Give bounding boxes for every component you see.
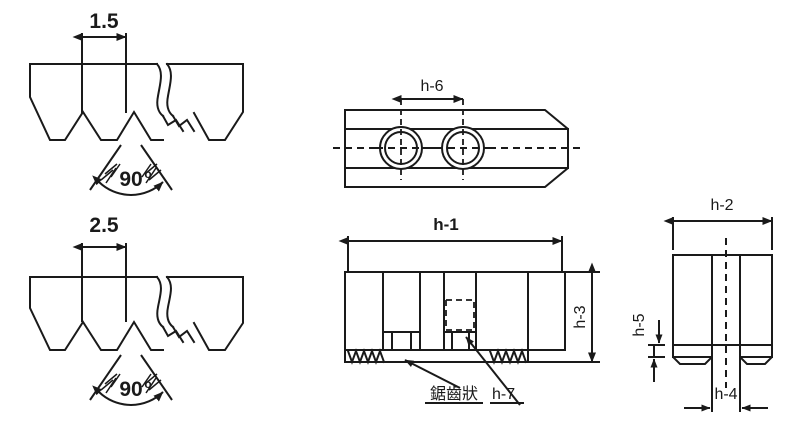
tooth-profile-outline-coarse-left [29,276,164,351]
angle-hatch-right-coarse [141,373,162,394]
break-line-fine-a [155,62,165,118]
break-line-coarse-b [165,275,175,329]
front-view-right-pocket-throat [443,331,477,351]
view-side: h-2 h-5 [631,197,773,412]
serration-callout-leader [404,359,461,389]
side-view-left-foot [672,344,713,365]
view-top: h-6 [333,78,580,188]
foot-width-label: h-4 [714,386,737,403]
break-line-coarse-a [155,275,165,329]
break-line-fine-joint-left [161,114,185,133]
hole-spacing-label: h-6 [420,78,443,95]
angle-hatch-right-fine [141,163,162,184]
pitch-dimension-label-coarse: 2.5 [89,214,119,237]
serration-teeth-left [346,348,386,365]
foot-height-label: h-5 [631,313,648,336]
break-line-coarse-joint-right [171,325,196,344]
view-tooth-profile-fine: 1.5 [29,10,244,196]
view-tooth-profile-coarse: 2.5 [29,214,244,406]
angle-leader-left-fine [89,144,122,191]
tooth-profile-outline-fine-right [192,63,244,141]
break-line-coarse-joint-left [161,325,185,344]
tooth-profile-outline-fine-left [29,63,164,141]
degree-symbol-fine: o [144,167,151,181]
break-line-fine-joint-right [171,114,196,133]
serration-teeth-right [488,348,528,365]
side-view-body-outline [672,254,773,346]
front-view-body-outline [344,271,566,351]
angle-hatch-left-fine [100,163,121,184]
angle-arc-fine [92,175,164,196]
angle-hatch-left-coarse [100,373,121,394]
overall-height-label: h-3 [572,305,589,328]
overall-width-label: h-2 [710,197,733,214]
break-line-fine-b [165,62,175,118]
view-front: h-1 [338,215,600,406]
angle-arc-coarse [92,385,164,406]
angle-leader-right-fine [140,144,173,191]
angle-label-fine: 90 [119,168,142,191]
tooth-profile-outline-coarse-right [192,276,244,351]
pitch-dimension-label-fine: 1.5 [89,10,119,33]
side-view-center-boss [711,344,741,391]
front-view-left-pocket-throat [382,331,421,351]
overall-length-label: h-1 [433,215,459,234]
angle-label-coarse: 90 [119,378,142,401]
angle-leader-left-coarse [89,354,122,401]
slot-callout-label: h-7 [492,386,515,403]
serration-callout-label: 鋸齒狀 [430,384,478,403]
hidden-slot-outline [445,299,475,331]
degree-symbol-coarse: o [144,377,151,391]
side-view-right-foot [739,344,773,365]
slot-callout-leader [465,336,521,406]
angle-leader-right-coarse [140,354,173,401]
